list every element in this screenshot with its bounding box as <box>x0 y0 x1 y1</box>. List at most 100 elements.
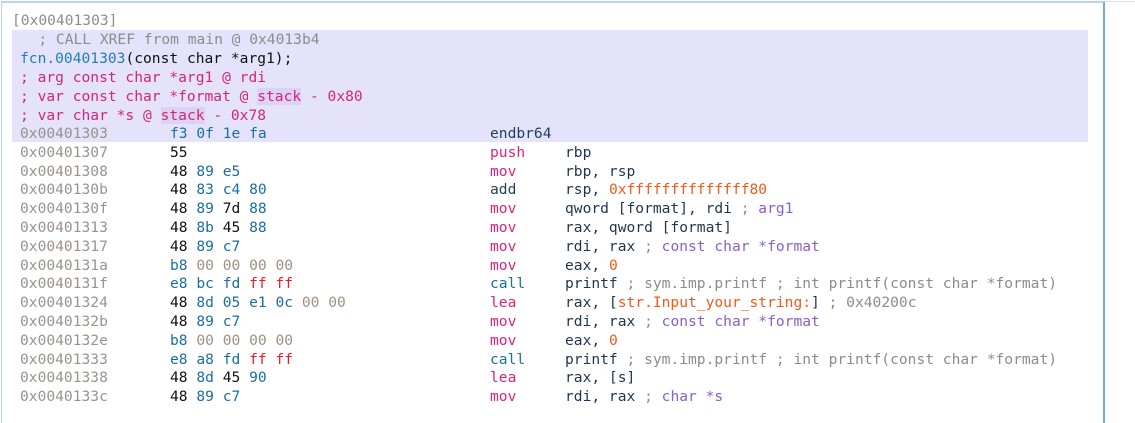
byte: 00 <box>249 256 267 274</box>
instruction-address[interactable]: 0x0040132e <box>20 331 108 349</box>
comment: const char *format <box>661 313 820 330</box>
instruction-address[interactable]: 0x00401317 <box>20 237 108 255</box>
string-ref[interactable]: str.Input_your_string: <box>617 294 812 312</box>
function-signature[interactable]: fcn.00401303(const char *arg1); <box>20 49 292 68</box>
instruction-address[interactable]: 0x0040130f <box>20 200 108 218</box>
instruction-operands: rdi, rax ; const char *format <box>565 312 820 331</box>
byte: c7 <box>222 388 241 406</box>
arg-comment: ; var const char *format @ stack - 0x80 <box>20 87 363 106</box>
instruction-address[interactable]: 0x00401313 <box>20 219 108 236</box>
instruction-bytes: e8 a8 fd ff ff <box>170 350 293 369</box>
instruction-address[interactable]: 0x0040130b <box>20 181 108 199</box>
operand: printf <box>565 350 618 368</box>
operand: rdi, rax <box>565 313 636 330</box>
byte: 90 <box>249 369 267 387</box>
byte: fd <box>222 275 241 293</box>
comment: ; <box>635 388 662 406</box>
arg-comment: ; var char *s @ stack - 0x78 <box>20 106 266 125</box>
byte: 00 <box>196 331 214 349</box>
instruction-row[interactable]: 0x0040133c 48 89 c7 mov rdi, rax ; char *s <box>0 387 1088 406</box>
byte: b8 <box>170 331 188 349</box>
byte: c7 <box>222 313 241 330</box>
instruction-bytes: 55 <box>170 143 188 162</box>
comment-text: - 0x78 <box>204 106 267 124</box>
instruction-operands: eax, 0 <box>565 331 618 350</box>
operand: rax, [s] <box>565 369 636 387</box>
byte: 00 <box>222 256 241 274</box>
byte: 0f <box>196 125 214 142</box>
stack-ref: stack <box>257 87 302 105</box>
byte: 00 <box>222 331 241 349</box>
function-name[interactable]: fcn.00401303 <box>20 50 126 67</box>
byte: 48 <box>170 313 188 330</box>
byte: 48 <box>170 162 188 180</box>
instruction-address[interactable]: 0x0040131a <box>20 256 108 274</box>
byte: ff <box>249 350 267 368</box>
byte: 45 <box>222 219 241 236</box>
byte: fa <box>249 125 267 142</box>
byte: 8b <box>196 219 214 236</box>
byte: 00 <box>275 256 294 274</box>
instruction-operands: rdi, rax ; char *s <box>565 387 723 406</box>
instruction-mnemonic: mov <box>490 162 517 180</box>
byte: 88 <box>249 219 267 236</box>
comment: arg1 <box>758 200 794 218</box>
immediate-value: 0 <box>608 331 618 349</box>
operand: printf <box>565 275 618 293</box>
byte: 00 <box>275 331 294 349</box>
byte: a8 <box>196 350 214 368</box>
instruction-mnemonic: mov <box>490 388 517 406</box>
instruction-mnemonic: lea <box>490 294 517 312</box>
operand: rax, qword [format] <box>565 219 732 236</box>
byte: 48 <box>170 219 188 236</box>
byte: 89 <box>196 237 214 255</box>
immediate-value: 0xffffffffffffff80 <box>608 181 768 199</box>
byte: 55 <box>170 143 188 161</box>
instruction-row[interactable]: 0x00401313 48 8b 45 88 mov rax, qword [form… <box>0 218 1088 237</box>
instruction-address[interactable]: 0x00401308 <box>20 162 108 180</box>
byte: fd <box>222 350 241 368</box>
operand: rbp <box>565 143 592 161</box>
address-header: [0x00401303] <box>12 12 118 29</box>
instruction-address[interactable]: 0x0040132b <box>20 313 108 330</box>
byte: e8 <box>170 275 188 293</box>
instruction-mnemonic: mov <box>490 200 517 218</box>
comment-text: ; var char *s @ <box>20 106 161 124</box>
comment: ; <box>731 200 759 218</box>
instruction-address[interactable]: 0x0040131f <box>20 275 108 293</box>
instruction-address[interactable]: 0x00401338 <box>20 369 108 387</box>
byte: e1 <box>249 294 267 312</box>
xref-comment[interactable]: ; CALL XREF from main @ 0x4013b4 <box>12 31 320 48</box>
instruction-bytes: 48 8d 45 90 <box>170 368 267 387</box>
instruction-address[interactable]: 0x00401307 <box>20 143 108 161</box>
instruction-mnemonic: mov <box>490 331 517 349</box>
instruction-address[interactable]: 0x00401303 <box>20 125 108 142</box>
byte: c4 <box>222 181 241 199</box>
byte: 48 <box>170 181 188 199</box>
byte: 00 <box>328 294 346 312</box>
instruction-address[interactable]: 0x0040133c <box>20 388 108 406</box>
instruction-mnemonic: mov <box>490 219 517 236</box>
instruction-address[interactable]: 0x00401333 <box>20 350 108 368</box>
instruction-address[interactable]: 0x00401324 <box>20 294 108 312</box>
byte: 89 <box>196 388 214 406</box>
instruction-mnemonic: endbr64 <box>490 125 552 142</box>
instruction-bytes: 48 89 c7 <box>170 387 240 406</box>
byte: 0c <box>275 294 294 312</box>
byte: ff <box>275 350 294 368</box>
byte: 00 <box>196 256 214 274</box>
byte: 80 <box>249 181 267 199</box>
